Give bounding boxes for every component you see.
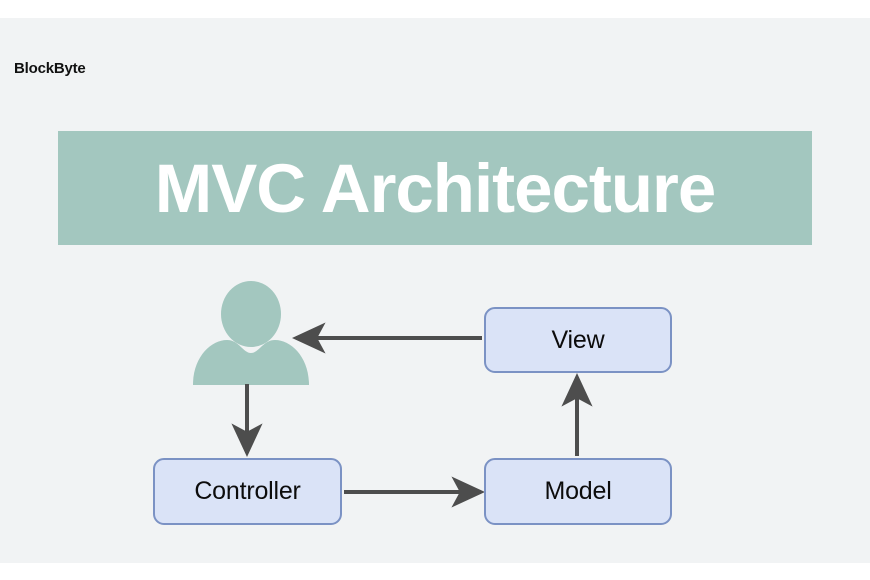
node-model-label: Model <box>544 477 612 505</box>
node-view[interactable]: View <box>484 307 672 373</box>
page-title: MVC Architecture <box>154 149 716 227</box>
node-view-label: View <box>551 325 605 354</box>
page-background <box>0 18 870 563</box>
user-actor-icon <box>193 281 309 385</box>
node-model[interactable]: Model <box>484 458 672 525</box>
node-controller-label: Controller <box>194 477 301 505</box>
title-banner: MVC Architecture <box>58 131 812 245</box>
node-controller[interactable]: Controller <box>153 458 342 525</box>
brand-label: BlockByte <box>14 60 86 77</box>
